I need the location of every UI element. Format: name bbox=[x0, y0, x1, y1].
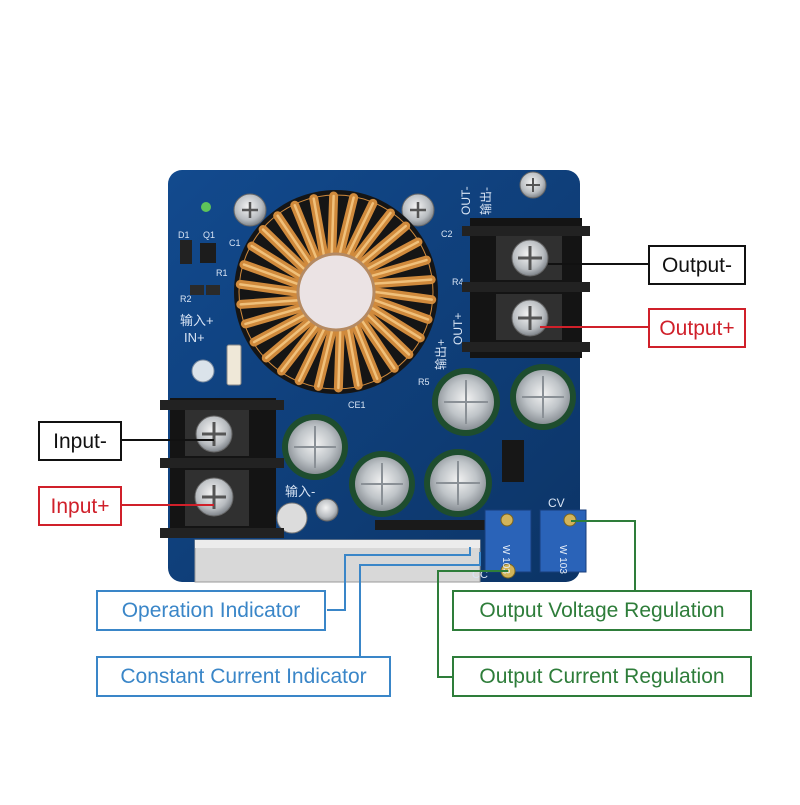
small-screw-lower bbox=[276, 502, 308, 534]
in-plus-cn-silkscreen: 输入+ bbox=[180, 313, 214, 328]
output-current-leader bbox=[437, 570, 508, 678]
copper-winding-highlight bbox=[239, 283, 298, 294]
output-minus-label: Output- bbox=[648, 245, 746, 285]
copper-winding-highlight bbox=[242, 263, 299, 285]
c1-silkscreen: C1 bbox=[229, 238, 241, 248]
capacitor-5 bbox=[510, 364, 576, 430]
pot-value-cc: W 103 bbox=[500, 545, 511, 574]
resistor-r1 bbox=[190, 285, 204, 295]
out-plus-cn-silkscreen: 输出+ bbox=[433, 339, 448, 370]
cv-silkscreen: CV bbox=[548, 496, 565, 510]
copper-winding-highlight bbox=[252, 314, 305, 344]
input-plus-label: Input+ bbox=[38, 486, 122, 526]
toroidal-inductor bbox=[234, 190, 438, 394]
potentiometer-cc bbox=[484, 509, 532, 579]
copper-winding-highlight bbox=[239, 299, 299, 306]
operation-indicator-label: Operation Indicator bbox=[96, 590, 326, 631]
heat-sink-edge bbox=[195, 540, 480, 548]
input-minus-label: Input- bbox=[38, 421, 122, 461]
r4-silkscreen: R4 bbox=[452, 277, 464, 287]
copper-winding-highlight bbox=[373, 278, 433, 285]
copper-winding-highlight bbox=[337, 330, 342, 390]
copper-winding-highlight bbox=[330, 194, 335, 254]
smd-strip bbox=[375, 520, 485, 530]
copper-winding-highlight bbox=[250, 244, 301, 277]
in-minus-cn-text: 输入- bbox=[285, 484, 315, 499]
output-plus-label: Output+ bbox=[648, 308, 746, 348]
in-plus-silkscreen: IN+ bbox=[184, 330, 205, 345]
capacitor-1 bbox=[282, 414, 348, 480]
copper-winding-highlight bbox=[261, 228, 305, 270]
diode-black bbox=[502, 440, 524, 482]
copper-winding-highlight bbox=[371, 258, 428, 277]
out-plus-silkscreen: OUT+ bbox=[451, 313, 465, 345]
constant-current-leader bbox=[359, 552, 481, 657]
copper-winding-highlight bbox=[373, 299, 430, 321]
copper-winding-highlight bbox=[347, 328, 360, 387]
out-minus-silkscreen: OUT- bbox=[459, 186, 473, 215]
copper-winding-highlight bbox=[371, 307, 422, 340]
copper-winding-highlight bbox=[361, 320, 396, 370]
output-voltage-regulation-label: Output Voltage Regulation bbox=[452, 590, 752, 631]
copper-winding-highlight bbox=[367, 314, 411, 356]
resistor-r2 bbox=[206, 285, 220, 295]
constant-current-indicator-label: Constant Current Indicator bbox=[96, 656, 391, 697]
out-minus-cn-silkscreen: 输出- bbox=[478, 187, 493, 215]
copper-winding-highlight bbox=[244, 307, 301, 326]
copper-winding-highlight bbox=[367, 240, 420, 270]
operation-indicator-leader bbox=[327, 547, 471, 611]
d1-silkscreen: D1 bbox=[178, 230, 190, 240]
power-led bbox=[201, 202, 211, 212]
ce1-silkscreen: CE1 bbox=[348, 400, 366, 410]
copper-winding-highlight bbox=[297, 328, 325, 382]
copper-winding-highlight bbox=[312, 197, 325, 256]
pot-value-cv: W 103 bbox=[557, 545, 568, 574]
copper-winding-highlight bbox=[280, 325, 318, 373]
c2-silkscreen: C2 bbox=[441, 229, 453, 239]
r1-silkscreen: R1 bbox=[216, 268, 228, 278]
copper-winding-highlight bbox=[293, 204, 318, 259]
output-voltage-leader bbox=[571, 520, 636, 590]
transistor-q1 bbox=[200, 243, 216, 263]
copper-winding-highlight bbox=[265, 320, 311, 360]
capacitor-3 bbox=[424, 449, 492, 517]
small-screw-lower-right bbox=[315, 498, 339, 522]
smd-part-white bbox=[226, 344, 242, 386]
output-current-regulation-label: Output Current Regulation bbox=[452, 656, 752, 697]
copper-winding-highlight bbox=[354, 211, 392, 259]
q1-silkscreen: Q1 bbox=[203, 230, 215, 240]
copper-winding-highlight bbox=[276, 214, 311, 264]
capacitor-4 bbox=[432, 368, 500, 436]
r2-silkscreen: R2 bbox=[180, 294, 192, 304]
mount-hole bbox=[191, 359, 215, 383]
copper-winding-highlight bbox=[317, 330, 334, 388]
copper-winding-highlight bbox=[338, 196, 355, 254]
copper-winding-highlight bbox=[361, 224, 407, 264]
diode-d1 bbox=[180, 240, 192, 264]
output-terminal-block bbox=[462, 218, 590, 358]
copper-winding-highlight bbox=[374, 290, 433, 301]
copper-winding-highlight bbox=[347, 202, 375, 256]
copper-winding-highlight bbox=[354, 325, 379, 380]
capacitor-2 bbox=[349, 451, 415, 517]
r5-silkscreen: R5 bbox=[418, 377, 430, 387]
